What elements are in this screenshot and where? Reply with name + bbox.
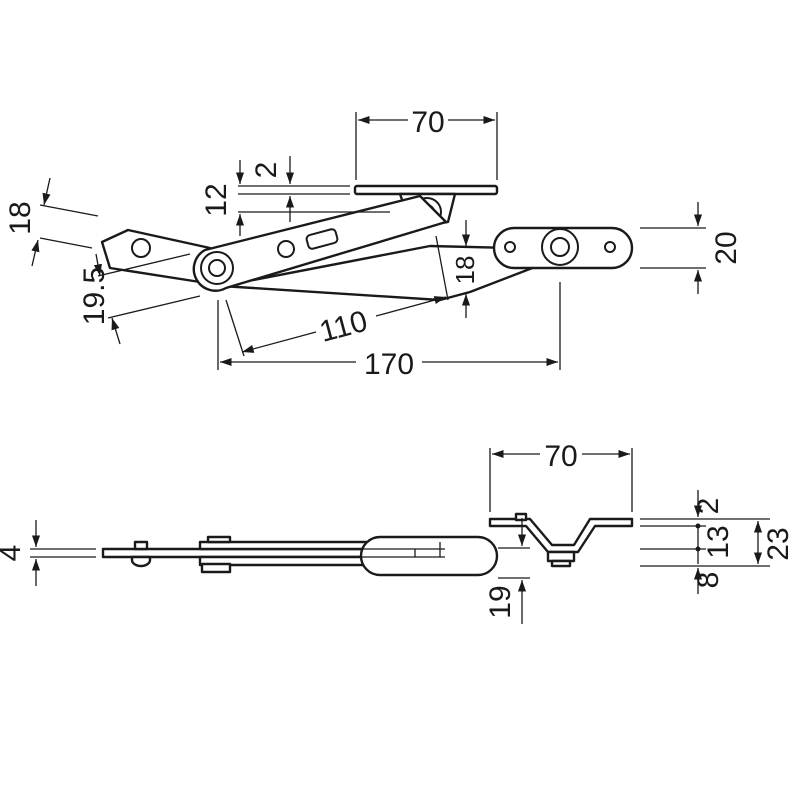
dim-line xyxy=(31,239,40,267)
side-bent-bracket xyxy=(488,517,634,554)
dim-110: 110 xyxy=(316,305,371,349)
top-view: 70 12 2 18 19.5 18 20 110 170 xyxy=(4,106,743,381)
main-arm-slot xyxy=(305,228,339,250)
right-plate-hole-right xyxy=(604,241,616,253)
dim-13: 13 xyxy=(702,525,735,558)
dim-line xyxy=(93,253,102,277)
dim-line xyxy=(241,331,317,353)
side-bracket-rivet-foot xyxy=(550,559,572,568)
ext-line xyxy=(107,295,201,319)
dim-dot xyxy=(695,523,701,529)
ext-line xyxy=(39,204,99,217)
dim-2-side: 2 xyxy=(692,498,725,515)
dim-20: 20 xyxy=(710,231,743,264)
side-left-rivet-head xyxy=(133,540,149,551)
ext-line xyxy=(225,299,245,357)
dim-19: 19 xyxy=(484,585,517,618)
left-arm-hole xyxy=(131,238,151,258)
side-left-rivet xyxy=(130,555,152,568)
dim-18-link: 18 xyxy=(450,256,480,285)
dim-line xyxy=(42,177,51,206)
ext-line xyxy=(97,253,191,277)
dim-18-left: 18 xyxy=(4,201,37,234)
side-link-rivet-b xyxy=(206,535,232,544)
dim-70-top: 70 xyxy=(411,106,444,139)
right-plate-hole-left xyxy=(504,241,516,253)
dim-8: 8 xyxy=(692,572,725,589)
dim-170: 170 xyxy=(364,348,414,381)
dim-4: 4 xyxy=(0,545,27,562)
dim-12: 12 xyxy=(200,183,233,216)
side-link-rivet-a xyxy=(200,562,232,574)
main-arm-pivot-inner xyxy=(208,259,226,277)
side-bracket-rivet xyxy=(546,550,576,563)
dim-19-5: 19.5 xyxy=(78,267,111,325)
dim-70-side: 70 xyxy=(544,440,577,473)
dim-line xyxy=(111,317,121,345)
dim-dot xyxy=(695,546,701,552)
right-plate-boss-inner xyxy=(550,237,570,257)
dim-line xyxy=(375,296,447,317)
side-bracket-rivet-top xyxy=(514,512,528,522)
side-view: 70 4 19 2 13 8 23 xyxy=(0,440,795,624)
dim-2-top: 2 xyxy=(250,162,283,179)
ext-line xyxy=(435,235,449,301)
dim-23: 23 xyxy=(762,527,795,560)
ext-line xyxy=(39,237,93,249)
side-capsule xyxy=(359,535,499,577)
main-arm-hole xyxy=(277,240,295,258)
